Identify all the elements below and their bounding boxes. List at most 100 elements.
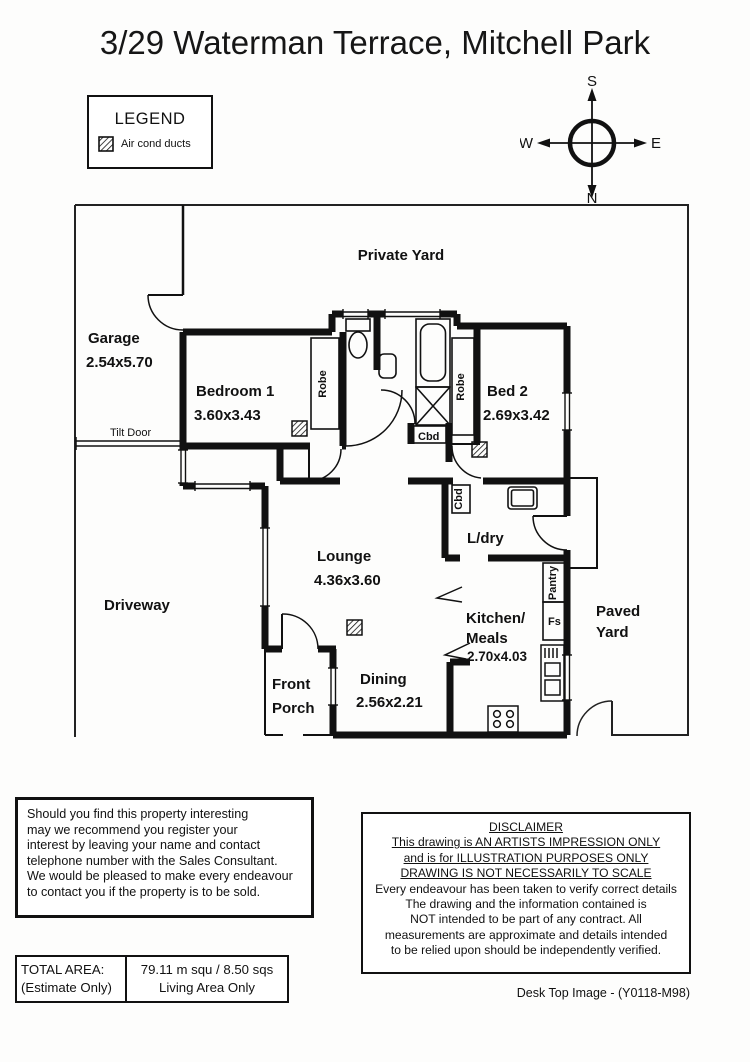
kitchen-window bbox=[562, 654, 572, 701]
notice-line: Should you find this property interestin… bbox=[27, 807, 249, 821]
page-title: 3/29 Waterman Terrace, Mitchell Park bbox=[99, 24, 651, 61]
disclaimer-line-5: to be relied upon should be independentl… bbox=[390, 943, 662, 958]
disclaimer-line-3: NOT intended to be part of any contract.… bbox=[410, 912, 642, 927]
yard-gate-arc bbox=[576, 700, 613, 737]
label-laundry: L/dry bbox=[467, 530, 504, 547]
label-lounge-dims: 4.36x3.60 bbox=[314, 572, 381, 589]
bathroom-window bbox=[384, 309, 441, 319]
total-area-table: TOTAL AREA: (Estimate Only) 79.11 m squ … bbox=[15, 955, 289, 1003]
label-dining-dims: 2.56x2.21 bbox=[356, 694, 423, 711]
air-cond-duct-icon bbox=[98, 136, 114, 152]
label-cbd-laundry: Cbd bbox=[453, 488, 465, 509]
lounge-nook-window bbox=[178, 449, 188, 484]
label-kitchen-dims: 2.70x4.03 bbox=[467, 649, 528, 664]
air-cond-duct-bedroom1 bbox=[291, 420, 308, 437]
basin-icon bbox=[378, 353, 397, 379]
front-door bbox=[281, 613, 319, 650]
hall-cupboard bbox=[411, 425, 447, 444]
notice-line: We would be pleased to make every endeav… bbox=[27, 869, 293, 884]
compass-arrow-w bbox=[537, 138, 550, 148]
sales-notice-box: Should you find this property interestin… bbox=[15, 797, 314, 918]
interior-walls bbox=[183, 314, 567, 735]
total-area-value-cell: 79.11 m squ / 8.50 sqs Living Area Only bbox=[127, 957, 287, 1001]
laundry-landing bbox=[570, 477, 598, 569]
label-bed2-dims: 2.69x3.42 bbox=[483, 407, 550, 424]
shower-icon bbox=[415, 386, 451, 426]
disclaimer-box: DISCLAIMER This drawing is AN ARTISTS IM… bbox=[361, 812, 691, 974]
label-bedroom1-dims: 3.60x3.43 bbox=[194, 407, 261, 424]
label-fridge-space: Fs bbox=[548, 616, 561, 628]
label-robe2: Robe bbox=[455, 373, 467, 401]
compass-arrow-e bbox=[634, 138, 647, 148]
bedroom1-door bbox=[308, 448, 342, 482]
bedroom1-robe bbox=[310, 337, 340, 430]
total-area-value-1: 79.11 m squ / 8.50 sqs bbox=[140, 962, 274, 977]
bed2-robe bbox=[451, 337, 475, 436]
label-front-porch-1: Front bbox=[272, 676, 310, 693]
label-lounge: Lounge bbox=[317, 548, 371, 565]
notice-line: may we recommend you register your bbox=[27, 822, 238, 837]
label-cbd-hall: Cbd bbox=[418, 431, 439, 443]
total-area-label-2: (Estimate Only) bbox=[21, 980, 112, 995]
laundry-trough-icon bbox=[507, 486, 538, 510]
total-area-label-1: TOTAL AREA: bbox=[21, 962, 105, 977]
legend-title: LEGEND bbox=[114, 110, 186, 128]
compass-s-label: S bbox=[587, 75, 597, 90]
image-reference: Desk Top Image - (Y0118-M98) bbox=[516, 986, 690, 1000]
label-bed2: Bed 2 bbox=[487, 383, 528, 400]
disclaimer-title: DISCLAIMER bbox=[489, 820, 563, 834]
label-dining: Dining bbox=[360, 671, 407, 688]
compass-e-label: E bbox=[651, 135, 661, 152]
air-cond-duct-hall bbox=[471, 441, 488, 458]
garage-walls bbox=[75, 205, 185, 450]
fixtures bbox=[291, 318, 568, 733]
label-private-yard: Private Yard bbox=[358, 247, 444, 264]
stove-icon bbox=[487, 705, 519, 733]
label-front-porch-2: Porch bbox=[272, 700, 315, 717]
bathroom-door-arc bbox=[380, 389, 416, 425]
floorplan-drawing: Private Yard Garage 2.54x5.70 Tilt Door … bbox=[74, 204, 689, 739]
toilet-icon bbox=[345, 318, 371, 359]
disclaimer-underlined-3: DRAWING IS NOT NECESSARILY TO SCALE bbox=[400, 866, 652, 881]
air-cond-duct-lounge bbox=[346, 619, 363, 636]
legend-item-label: Air cond ducts bbox=[121, 138, 191, 150]
disclaimer-line-1: Every endeavour has been taken to verify… bbox=[375, 881, 677, 896]
compass-n-label: N bbox=[587, 190, 598, 207]
lounge-window bbox=[260, 527, 270, 607]
doors bbox=[281, 389, 568, 650]
compass-w-label: W bbox=[520, 135, 534, 152]
label-driveway: Driveway bbox=[104, 597, 171, 614]
notice-line: interest by leaving your name and contac… bbox=[27, 838, 261, 853]
laundry-door bbox=[532, 515, 568, 551]
wc-door-arc bbox=[345, 389, 403, 447]
laundry-cupboard bbox=[451, 484, 471, 514]
label-paved-yard-2: Yard bbox=[596, 624, 629, 641]
wc-window bbox=[342, 309, 369, 319]
disclaimer-underlined-1: This drawing is AN ARTISTS IMPRESSION ON… bbox=[391, 835, 661, 850]
label-paved-yard-1: Paved bbox=[596, 603, 640, 620]
property-boundary bbox=[74, 204, 689, 737]
garage-door-arc bbox=[147, 294, 184, 331]
plan-labels: Private Yard Garage 2.54x5.70 Tilt Door … bbox=[86, 247, 640, 717]
notice-line: to contact you if the property is to be … bbox=[27, 884, 261, 899]
label-kitchen-1: Kitchen/ bbox=[466, 610, 526, 627]
compass-arrow-n bbox=[587, 185, 597, 198]
compass-arrow-s bbox=[587, 88, 597, 101]
total-area-label-cell: TOTAL AREA: (Estimate Only) bbox=[17, 957, 127, 1001]
step-wall-window bbox=[194, 481, 251, 491]
front-porch-outline bbox=[264, 649, 333, 736]
windows bbox=[178, 309, 572, 706]
disclaimer-line-4: measurements are approximate and details… bbox=[384, 927, 668, 942]
notice-line: telephone number with the Sales Consulta… bbox=[27, 853, 278, 868]
opening-marks bbox=[434, 586, 471, 660]
label-tilt-door: Tilt Door bbox=[110, 427, 151, 439]
porch-window bbox=[328, 667, 338, 706]
label-robe1: Robe bbox=[317, 370, 329, 398]
fridge-space-box bbox=[542, 601, 568, 641]
disclaimer-underlined-2: and is for ILLUSTRATION PURPOSES ONLY bbox=[403, 850, 649, 865]
disclaimer-line-2: The drawing and the information containe… bbox=[405, 897, 647, 912]
legend-box: LEGEND Air cond ducts bbox=[87, 95, 213, 169]
compass: S N W E bbox=[520, 75, 661, 207]
label-kitchen-2: Meals bbox=[466, 630, 508, 647]
